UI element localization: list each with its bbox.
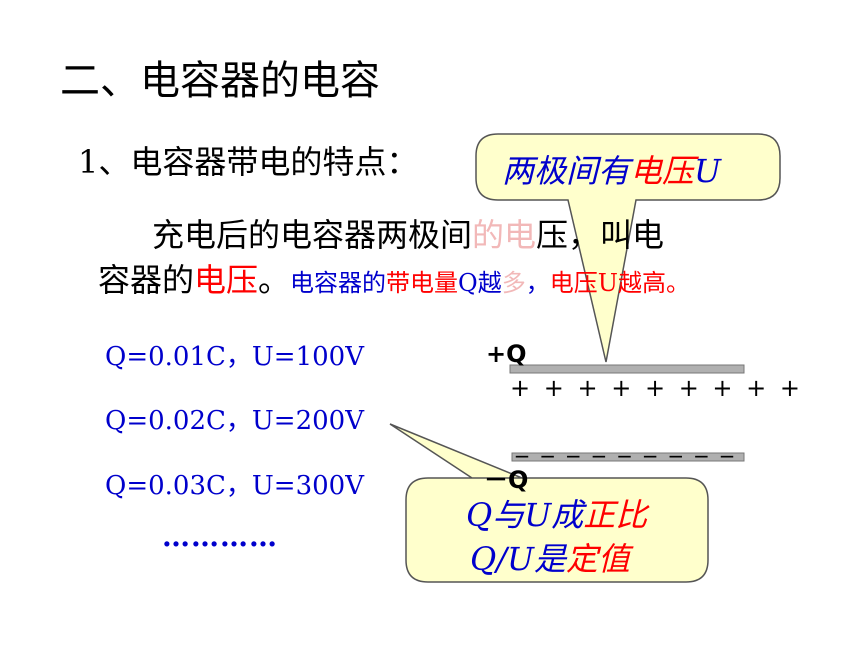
paragraph-faded-text: 的电 — [472, 216, 537, 254]
example-3: Q=0.03C，U=300V — [105, 471, 364, 501]
example-1: Q=0.01C，U=100V — [105, 342, 364, 372]
paragraph-red-text: 电压 — [194, 261, 259, 299]
paragraph-text: 充电后的电容器两极间 — [152, 216, 473, 254]
bottom-callout-line-1: Q与U成正比 — [466, 496, 648, 534]
ellipsis: ………… — [162, 520, 278, 553]
section-subtitle: 1、电容器带电的特点： — [78, 143, 419, 181]
extra-line: 电容器的带电量Q越多，电压U越高。 — [290, 269, 690, 297]
top-plate — [509, 364, 745, 374]
page-title: 二、电容器的电容 — [60, 58, 380, 104]
paragraph-line-1: 充电后的电容器两极间的电压，叫电 — [152, 210, 664, 256]
example-2: Q=0.02C，U=200V — [105, 406, 364, 436]
paragraph-text: 压，叫电 — [536, 216, 665, 254]
bottom-callout-shape — [389, 423, 709, 583]
top-plate-charges: + + + + + + + + + — [510, 374, 804, 402]
paragraph-text: 。 — [258, 261, 291, 299]
paragraph-line-2: 容器的电压。电容器的带电量Q越多，电压U越高。 — [98, 255, 690, 301]
bottom-callout-line-2: Q/U是定值 — [470, 540, 631, 578]
bottom-plate-charges: _ _ _ _ _ _ _ _ _ — [516, 430, 737, 458]
top-callout-text: 两极间有电压U — [502, 152, 721, 190]
paragraph-text: 容器的 — [98, 261, 195, 299]
bottom-plate — [511, 452, 745, 462]
top-callout-shape — [475, 133, 781, 363]
bottom-plate-label: －Q — [484, 466, 529, 494]
top-plate-label: +Q — [486, 340, 527, 368]
